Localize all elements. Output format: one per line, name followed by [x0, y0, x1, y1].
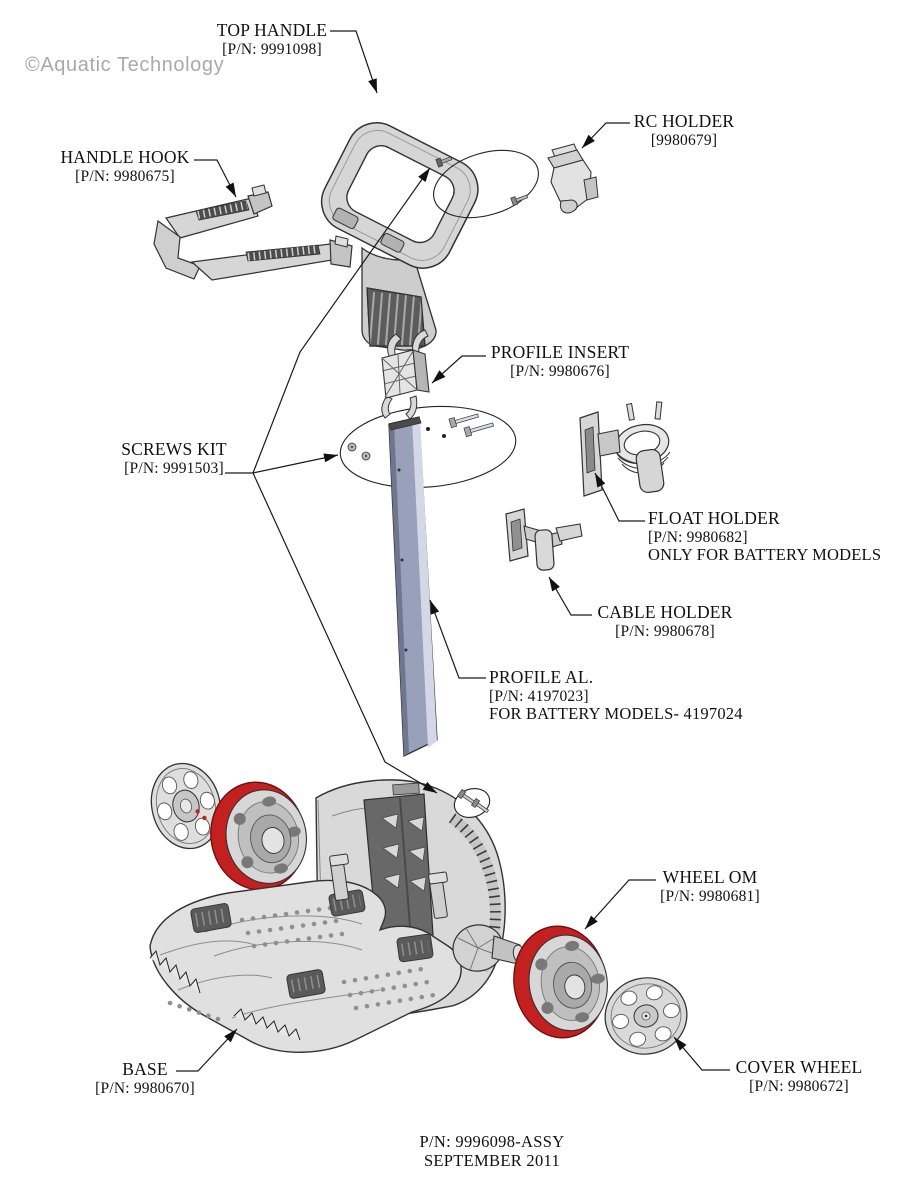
- screws-kit-detail: [339, 405, 517, 489]
- profile-insert-drawing: [381, 329, 430, 420]
- top-handle-drawing: [320, 122, 479, 351]
- leader-arrowheads: [224, 78, 687, 1051]
- part-name: TOP HANDLE: [216, 20, 328, 40]
- label-handle-hook: HANDLE HOOK [P/N: 9980675]: [56, 147, 194, 185]
- handle-hook-drawing: [153, 184, 353, 281]
- label-rc-holder: RC HOLDER [9980679]: [628, 111, 740, 149]
- label-float-holder: FLOAT HOLDER [P/N: 9980682] ONLY FOR BAT…: [648, 508, 918, 564]
- part-number: [P/N: 9980670]: [95, 1079, 195, 1097]
- label-profile-insert: PROFILE INSERT [P/N: 9980676]: [484, 342, 636, 380]
- wheel-om-right-drawing: [513, 925, 608, 1039]
- part-number: [P/N: 4197023]: [489, 687, 589, 705]
- part-number: [P/N: 9980672]: [749, 1077, 849, 1095]
- part-name: RC HOLDER: [633, 111, 735, 131]
- part-number: [P/N: 9980678]: [615, 622, 715, 640]
- cover-wheel-right-drawing: [604, 977, 688, 1055]
- label-screws-kit: SCREWS KIT [P/N: 9991503]: [110, 439, 238, 477]
- assembly-date: SEPTEMBER 2011: [423, 1151, 561, 1171]
- part-number: [P/N: 9991503]: [124, 459, 224, 477]
- part-number: [P/N: 9980682]: [648, 528, 748, 546]
- part-number: [9980679]: [650, 131, 718, 149]
- float-holder-drawing: [579, 401, 671, 497]
- handle-screws-detail: [433, 149, 539, 219]
- label-cable-holder: CABLE HOLDER [P/N: 9980678]: [594, 602, 736, 640]
- watermark: ©Aquatic Technology: [25, 54, 225, 76]
- profile-al-drawing: [388, 416, 438, 758]
- part-name: HANDLE HOOK: [60, 147, 190, 167]
- label-wheel-om: WHEEL OM [P/N: 9980681]: [650, 867, 770, 905]
- part-number: [P/N: 9980681]: [660, 887, 760, 905]
- label-cover-wheel: COVER WHEEL [P/N: 9980672]: [730, 1057, 868, 1095]
- base-drawing: [149, 779, 526, 1053]
- label-profile-al: PROFILE AL. [P/N: 4197023] FOR BATTERY M…: [489, 667, 779, 723]
- part-name: COVER WHEEL: [735, 1057, 863, 1077]
- part-number: [P/N: 9991098]: [222, 40, 322, 58]
- cover-wheel-left-drawing: [150, 762, 222, 850]
- part-number: [P/N: 9980675]: [75, 167, 175, 185]
- part-number: [P/N: 9980676]: [510, 362, 610, 380]
- title-block: P/N: 9996098-ASSY SEPTEMBER 2011: [358, 1132, 626, 1170]
- leader-lines: [176, 30, 730, 1072]
- part-note: FOR BATTERY MODELS- 4197024: [489, 703, 743, 723]
- part-note: ONLY FOR BATTERY MODELS: [648, 544, 882, 564]
- label-top-handle: TOP HANDLE [P/N: 9991098]: [214, 20, 330, 58]
- part-name: BASE: [122, 1059, 168, 1079]
- part-name: PROFILE AL.: [489, 667, 594, 687]
- part-name: PROFILE INSERT: [490, 342, 630, 362]
- part-name: CABLE HOLDER: [597, 602, 733, 622]
- label-base: BASE [P/N: 9980670]: [84, 1059, 206, 1097]
- part-name: FLOAT HOLDER: [648, 508, 780, 528]
- rc-holder-drawing: [547, 143, 599, 214]
- assembly-part-number: P/N: 9996098-ASSY: [419, 1132, 565, 1151]
- part-name: WHEEL OM: [662, 867, 758, 887]
- cable-holder-drawing: [505, 508, 583, 571]
- part-name: SCREWS KIT: [121, 439, 227, 459]
- wheel-om-left-drawing: [210, 781, 308, 891]
